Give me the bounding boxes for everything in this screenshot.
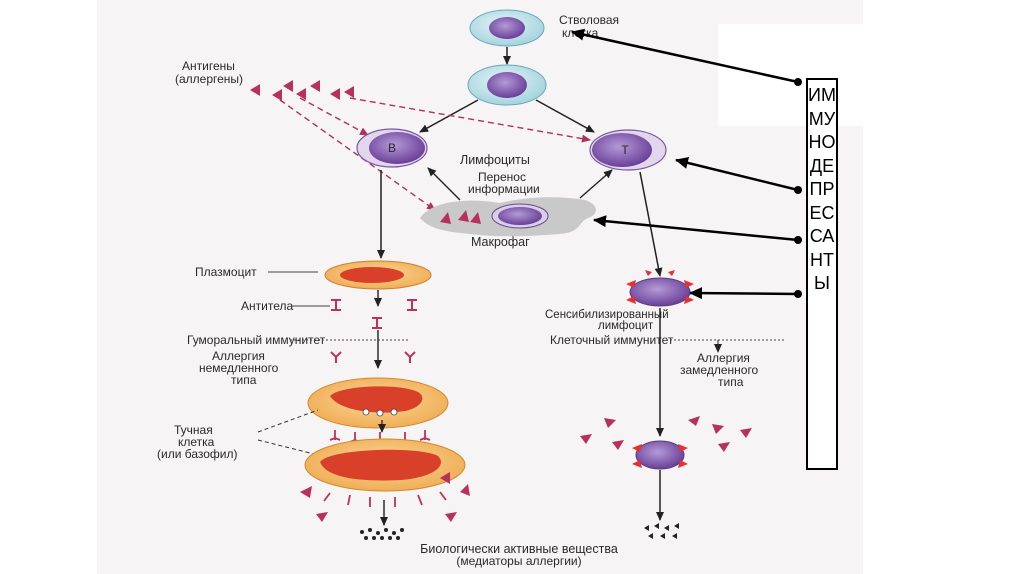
bioactive-label-2: (медиаторы аллергии) [456,554,581,568]
mast-cell-leaders [257,409,319,456]
effector-lymphocyte [632,440,688,470]
sensitized-label-2: лимфоцит [598,320,654,332]
cellular-immunity-label: Клеточный иммунитет [550,333,674,347]
macrophage-antigens [440,210,481,224]
macrophage-nucleus [491,203,549,229]
stem-cell [469,9,545,47]
allergy-delayed-3: типа [718,375,744,389]
bioactive-dots-left [360,528,404,540]
antigen-triangles-right [580,416,752,452]
t-lymphocyte [589,129,667,171]
allergy-immediate-1: Аллергия [212,349,265,363]
antigens-label-1: Антигены [182,59,235,73]
macrophage-label: Макрофаг [471,235,530,249]
mast-cell-lower [304,438,466,492]
antigens-label-2: (аллергены) [175,72,243,86]
plasmocyte-cell [324,260,432,290]
immunosuppressants-box: ИММУНОДЕПРЕССАНТЫ [806,78,838,470]
transfer-label-1: Перенос [478,170,526,184]
released-mediators-left [300,472,470,522]
arrow-macrophage-to-b [427,167,461,201]
mast-cell-upper [307,377,449,429]
arrow-t-to-sensitized [639,171,663,277]
allergy-immediate-3: типа [231,373,257,387]
immunosuppressants-label: ИММУНОДЕПРЕССАНТЫ [808,85,836,293]
immunosuppressant-arrows [571,28,799,300]
t-cell-letter: T [621,143,629,157]
antigen-dashed-arrows [279,97,591,211]
allergy-immediate-2: немедленного [199,361,279,375]
antibody-glyphs [330,299,417,363]
plasmocyte-label: Плазмоцит [195,265,257,279]
arrow-macrophage-to-t [579,169,613,199]
precursor-cell [467,64,547,106]
stem-cell-label-1: Стволовая [559,13,619,27]
mast-cell-label-2: клетка [178,435,215,449]
lymphocytes-label: Лимфоциты [460,153,530,167]
b-lymphocyte [356,128,428,168]
mast-cell-label-3: (или базофил) [157,447,238,461]
humoral-immunity-label: Гуморальный иммунитет [187,333,326,347]
bioactive-marks-right [644,523,679,539]
antibodies-label: Антитела [241,299,293,313]
b-cell-letter: B [388,141,396,155]
sensitized-label-1: Сенсибилизированный [545,309,669,321]
bioactive-label-1: Биологически активные вещества [420,542,618,556]
arrow-precursor-to-t [535,99,595,133]
antigen-triangles [250,80,354,101]
sensitized-lymphocyte [626,270,694,307]
allergy-delayed-2: замедленного [680,363,759,377]
arrow-origin-dots [794,78,802,298]
transfer-label-2: информации [468,182,540,196]
mast-cell-label-1: Тучная [174,423,213,437]
allergy-delayed-1: Аллергия [697,351,750,365]
